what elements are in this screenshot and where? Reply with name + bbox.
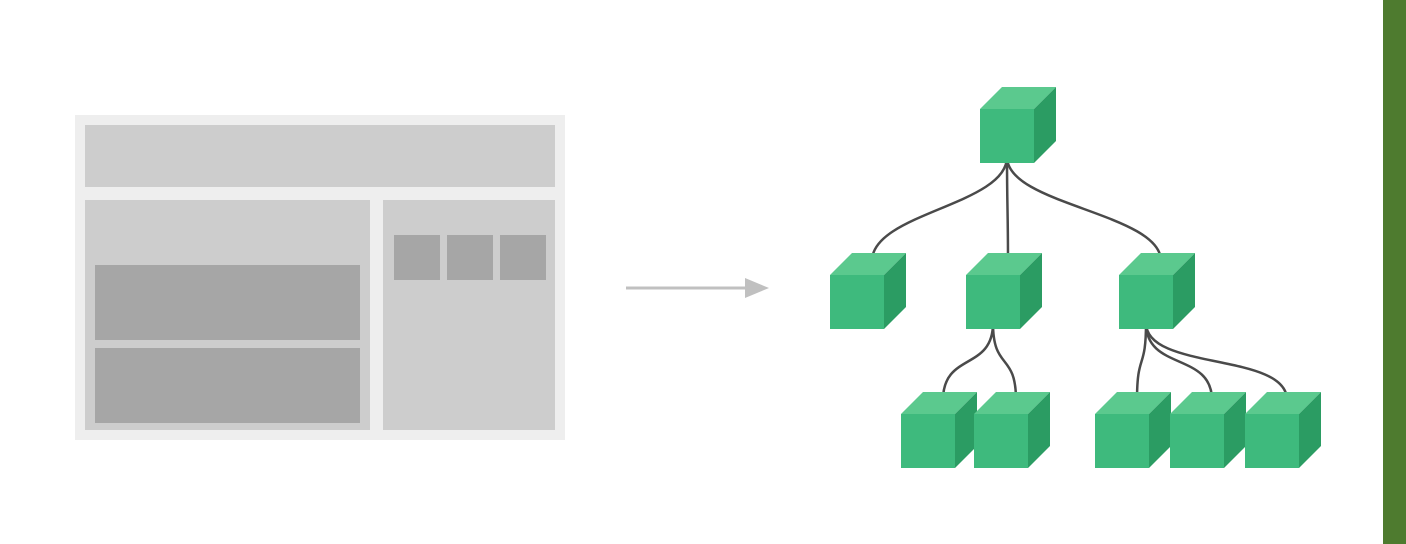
wireframe-text-block-1	[95, 265, 360, 340]
tree-node-cube-root	[980, 87, 1056, 163]
wireframe-sidebar	[383, 200, 555, 430]
cube-front-face	[901, 414, 955, 468]
transform-arrow-icon	[626, 278, 769, 298]
tree-node-cube-child-3	[1119, 253, 1195, 329]
wireframe-text-block-2	[95, 348, 360, 423]
wireframe-sidebar-square-1	[394, 235, 440, 280]
tree-node-cube-child-2	[966, 253, 1042, 329]
tree-node-cube-child-1	[830, 253, 906, 329]
tree-node-cube-child-3-3	[1245, 392, 1321, 468]
wireframe-sidebar-square-3	[500, 235, 546, 280]
cube-front-face	[966, 275, 1020, 329]
wireframe-main-content	[85, 200, 370, 430]
cube-front-face	[974, 414, 1028, 468]
tree-node-cube-child-3-2	[1170, 392, 1246, 468]
webpage-wireframe	[75, 115, 565, 440]
cube-front-face	[1119, 275, 1173, 329]
tree-node-cube-child-2-2	[974, 392, 1050, 468]
tree-node-cube-child-3-1	[1095, 392, 1171, 468]
cube-front-face	[1245, 414, 1299, 468]
cube-front-face	[980, 109, 1034, 163]
arrow-head	[745, 278, 769, 298]
wireframe-sidebar-square-2	[447, 235, 493, 280]
cube-front-face	[1095, 414, 1149, 468]
cube-front-face	[1170, 414, 1224, 468]
right-accent-bar	[1383, 0, 1406, 544]
cube-front-face	[830, 275, 884, 329]
tree-node-cube-child-2-1	[901, 392, 977, 468]
wireframe-header-bar	[85, 125, 555, 187]
